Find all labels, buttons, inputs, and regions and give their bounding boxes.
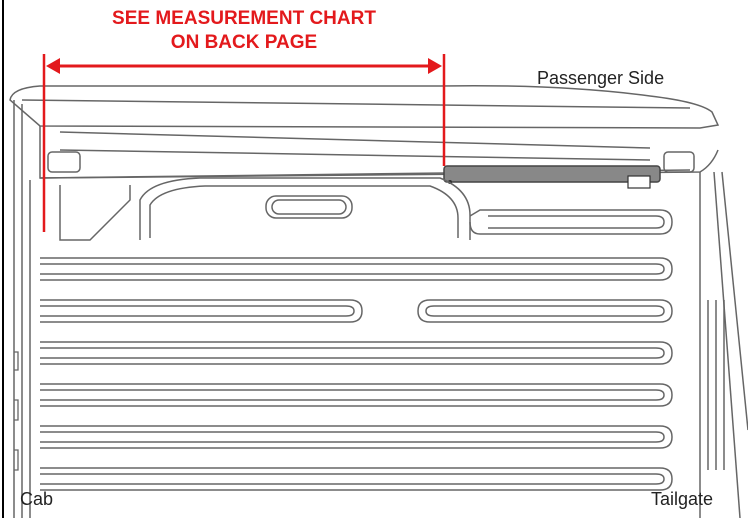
- callout-line-1: SEE MEASUREMENT CHART: [112, 8, 376, 29]
- bed-floor-ribs: [40, 209, 673, 491]
- rail-clamp: [627, 175, 651, 189]
- cab-rim-details: [14, 351, 19, 471]
- measurement-callout: SEE MEASUREMENT CHART ON BACK PAGE: [44, 4, 444, 54]
- rib-2b: [417, 299, 673, 323]
- rib-2a: [40, 299, 363, 323]
- rib-1: [40, 257, 673, 281]
- arrow-head-right: [428, 58, 442, 74]
- bed-rail: [9, 84, 720, 179]
- tailgate-wall: [699, 171, 748, 519]
- rib-6: [40, 467, 673, 491]
- measurement-arrow: [42, 54, 446, 232]
- rib-5: [40, 425, 673, 449]
- callout-line-2: ON BACK PAGE: [170, 32, 318, 53]
- cab-label: Cab: [20, 489, 54, 509]
- arrow-head-left: [46, 58, 60, 74]
- rib-3: [40, 341, 673, 365]
- tailgate-label: Tailgate: [651, 489, 714, 509]
- wheel-well: [139, 177, 471, 240]
- dark-rail-segment: [443, 165, 661, 183]
- passenger-side-label: Passenger Side: [537, 68, 665, 88]
- cab-wall: [13, 100, 131, 518]
- rib-4: [40, 383, 673, 407]
